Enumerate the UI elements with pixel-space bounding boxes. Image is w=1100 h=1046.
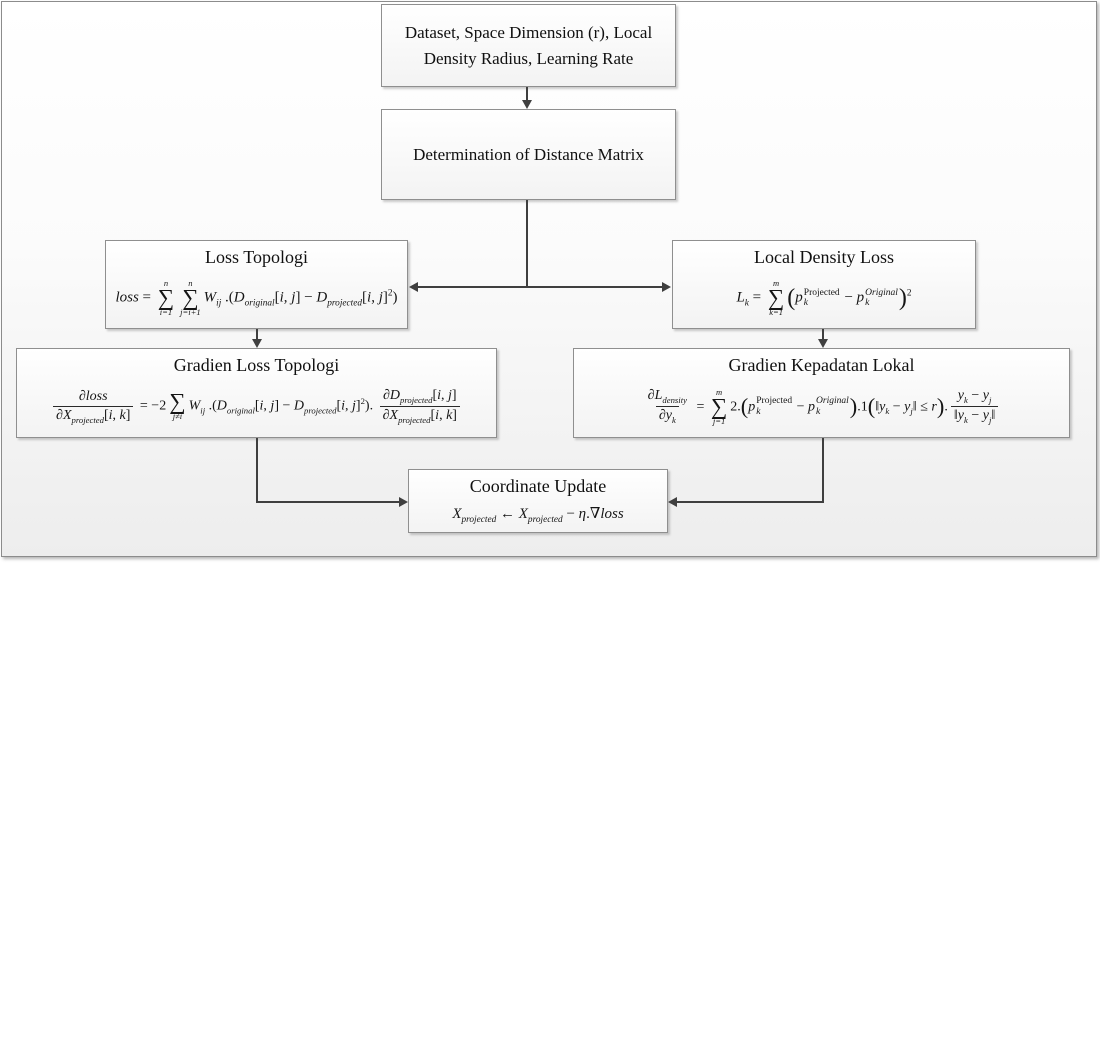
node-input-label: Dataset, Space Dimension (r), Local Dens…: [404, 23, 653, 68]
arrow-right-icon: [662, 282, 671, 292]
arrow-right-icon: [399, 497, 408, 507]
node-loss-topology-title: Loss Topologi: [205, 247, 308, 267]
arrow-left-icon: [409, 282, 418, 292]
connector-gradient-density-down: [822, 438, 824, 503]
node-distance-matrix: Determination of Distance Matrix: [381, 109, 676, 200]
connector-density-to-gradient: [822, 329, 824, 341]
connector-gradient-topo-across: [256, 501, 399, 503]
node-gradient-loss-topology: Gradien Loss Topologi ∂loss∂Xprojected[i…: [16, 348, 497, 438]
node-gradient-local-density-title: Gradien Kepadatan Lokal: [728, 355, 915, 375]
node-local-density-loss-title: Local Density Loss: [754, 247, 894, 267]
node-coordinate-update: Coordinate Update Xprojected ← Xprojecte…: [408, 469, 668, 533]
node-coordinate-update-formula-wrap: Xprojected ← Xprojected − η.∇loss: [409, 498, 667, 533]
arrow-down-icon: [252, 339, 262, 348]
arrow-down-icon: [818, 339, 828, 348]
connector-branch-horizontal: [416, 286, 663, 288]
node-gradient-local-density: Gradien Kepadatan Lokal ∂Ldensity∂yk = m…: [573, 348, 1070, 438]
arrow-left-icon: [668, 497, 677, 507]
node-distance-matrix-label: Determination of Distance Matrix: [413, 144, 644, 164]
node-coordinate-update-formula: Xprojected ← Xprojected − η.∇loss: [452, 506, 624, 526]
connector-gradient-density-across: [677, 501, 824, 503]
flowchart-canvas: Dataset, Space Dimension (r), Local Dens…: [1, 1, 1097, 557]
connector-distance-stem: [526, 200, 528, 287]
node-gradient-loss-topology-title: Gradien Loss Topologi: [173, 355, 340, 375]
connector-gradient-topo-down: [256, 438, 258, 503]
node-input: Dataset, Space Dimension (r), Local Dens…: [381, 4, 676, 87]
node-coordinate-update-title: Coordinate Update: [469, 476, 607, 496]
connector-input-to-distance: [526, 87, 528, 102]
arrow-down-icon: [522, 100, 532, 109]
connector-loss-to-gradient: [256, 329, 258, 341]
